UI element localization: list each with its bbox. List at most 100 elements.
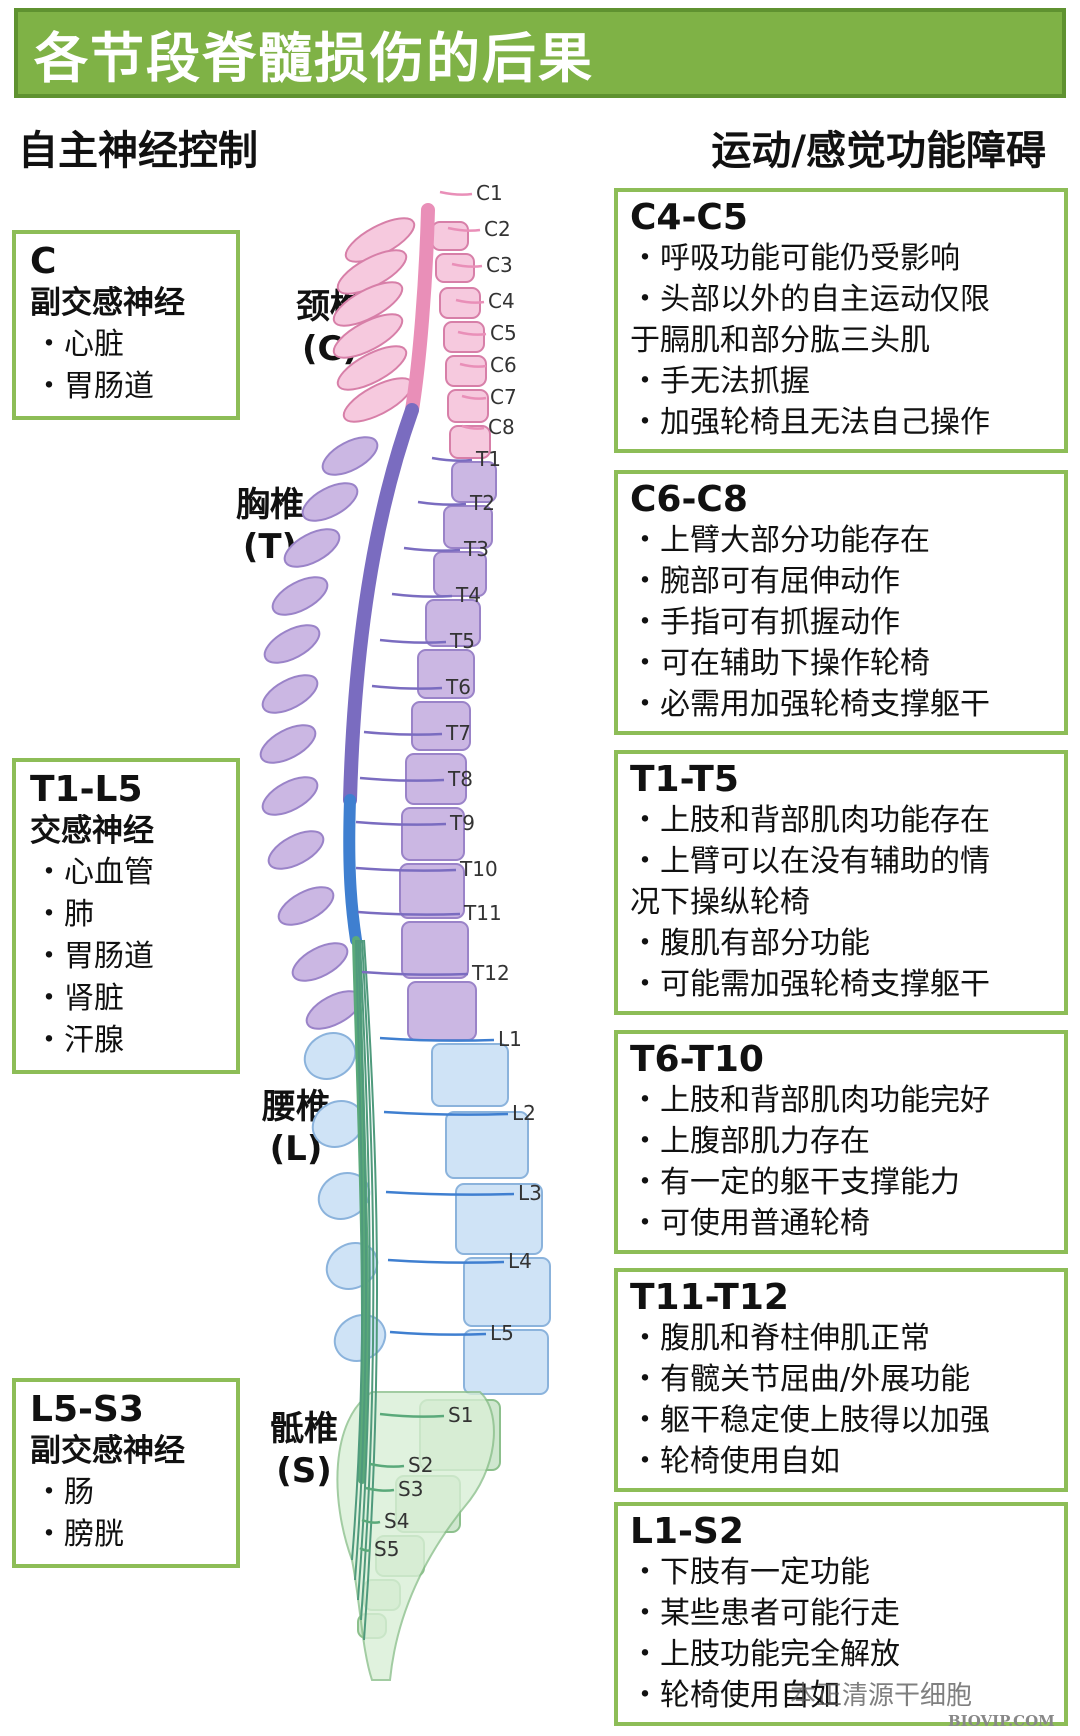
spine-diagram: C1C2C3C4C5C6C7C8T1T2T3T4T5T6T7T8T9T10T11… [259, 181, 551, 1681]
vertebra-body [425, 599, 481, 647]
vertebra-body [443, 321, 485, 353]
list-item: 心血管 [30, 852, 224, 894]
nerve-root-s1 [379, 1412, 445, 1418]
list-item: 轮椅使用自如 [630, 1441, 1056, 1482]
vertebra-process [332, 313, 404, 359]
function-box-c4-c5: C4-C5 呼吸功能可能仍受影响 头部以外的自主运动仅限 于膈肌和部分肱三头肌 … [614, 188, 1068, 453]
nerve-root-t11 [357, 910, 461, 916]
list-item: 躯干稳定使上肢得以加强 [630, 1400, 1056, 1441]
vertebra-body [399, 863, 465, 919]
level-label-t6: T6 [445, 675, 471, 699]
box-segment: T11-T12 [630, 1277, 789, 1318]
list-item: 胃肠道 [30, 366, 224, 408]
vertebra-process [332, 281, 404, 327]
level-label-c3: C3 [486, 253, 513, 277]
nerve-root-t12 [361, 970, 469, 976]
nerve-root-t4 [391, 592, 453, 598]
level-label-t8: T8 [447, 767, 473, 791]
nerve-root-t9 [355, 820, 447, 826]
level-label-t11: T11 [463, 901, 502, 925]
vertebra-body [449, 425, 491, 459]
list-item: 下肢有一定功能 [630, 1552, 1056, 1593]
region-name: 胸椎 [236, 485, 304, 525]
cauda-equina-fiber [360, 939, 375, 1621]
nerve-root-l4 [387, 1258, 505, 1264]
title-bar: 各节段脊髓损伤的后果 [14, 8, 1066, 98]
vertebrae-group [259, 217, 551, 1681]
nerve-root-s3 [365, 1486, 395, 1492]
vertebra-process [283, 528, 341, 568]
level-label-c1: C1 [476, 181, 503, 205]
nerve-root-c5 [457, 330, 487, 336]
list-item: 可使用普通轮椅 [630, 1203, 1056, 1244]
level-label-c7: C7 [490, 385, 517, 409]
list-item: 可在辅助下操作轮椅 [630, 643, 1056, 684]
vertebra-process [325, 1242, 379, 1290]
watermark-site: BIOVIP.COM [948, 1712, 1055, 1730]
region-label-thoracic: 胸椎 (T) [236, 484, 304, 568]
nerve-root-c6 [459, 362, 487, 368]
level-label-c6: C6 [490, 353, 517, 377]
cauda-equina-fiber [357, 939, 371, 1601]
level-label-s3: S3 [398, 1477, 423, 1501]
spinal-cord-segment [405, 203, 435, 417]
vertebra-process [259, 724, 317, 764]
function-box-t1-t5: T1-T5 上肢和背部肌肉功能存在 上臂可以在没有辅助的情 况下操纵轮椅 腹肌有… [614, 750, 1068, 1015]
nerve-root-c8 [461, 424, 485, 430]
level-label-s4: S4 [384, 1509, 409, 1533]
list-item: 轮椅使用自如 [630, 1675, 1056, 1716]
level-label-s2: S2 [408, 1453, 433, 1477]
nerve-root-c4 [455, 298, 485, 304]
nerve-root-t5 [379, 638, 447, 644]
nerve-root-s4 [361, 1518, 381, 1524]
level-label-t9: T9 [449, 811, 475, 835]
list-item: 肾脏 [30, 978, 224, 1020]
watermark: 本正清源干细胞 [790, 1681, 973, 1711]
vertebra-body [417, 649, 475, 699]
region-name: 骶椎 [270, 1409, 338, 1449]
vertebra-process [271, 576, 329, 616]
vertebra-body [431, 1043, 509, 1107]
vertebra-body [463, 1329, 549, 1395]
vertebra-body [401, 807, 465, 861]
vertebra-body [401, 921, 469, 979]
vertebra-process [261, 776, 319, 816]
function-box-l1-s2: L1-S2 下肢有一定功能 某些患者可能行走 上肢功能完全解放 轮椅使用自如 [614, 1502, 1068, 1726]
vertebra-body [443, 505, 493, 549]
list-item: 上腹部肌力存在 [630, 1121, 1056, 1162]
vertebra-body [433, 551, 487, 597]
list-item: 呼吸功能可能仍受影响 [630, 238, 1056, 279]
vertebra-process [277, 886, 335, 926]
box-segment: C [30, 241, 57, 282]
level-label-s1: S1 [448, 1403, 473, 1427]
list-item: 于膈肌和部分肱三头肌 [630, 323, 930, 358]
list-item: 腹肌有部分功能 [630, 923, 1056, 964]
level-label-t5: T5 [449, 629, 475, 653]
level-label-c8: C8 [488, 415, 515, 439]
cauda-equina-fiber [351, 939, 364, 1561]
page-title: 各节段脊髓损伤的后果 [34, 26, 594, 90]
autonomic-box-t1-l5: T1-L5 交感神经 心血管 肺 胃肠道 肾脏 汗腺 [12, 758, 240, 1074]
list-item: 况下操纵轮椅 [630, 885, 810, 920]
level-labels: C1C2C3C4C5C6C7C8T1T2T3T4T5T6T7T8T9T10T11… [374, 181, 542, 1561]
vertebra-process [267, 830, 325, 870]
nerve-root-t10 [355, 866, 457, 872]
function-box-t11-t12: T11-T12 腹肌和脊柱伸肌正常 有髋关节屈曲/外展功能 躯干稳定使上肢得以加… [614, 1268, 1068, 1492]
nerve-root-l1 [379, 1036, 495, 1042]
level-label-t1: T1 [475, 447, 501, 471]
box-segment: T6-T10 [630, 1039, 764, 1080]
level-label-t4: T4 [455, 583, 481, 607]
vertebra-body [431, 221, 469, 251]
vertebra-process [263, 624, 321, 664]
box-system: 副交感神经 [30, 285, 185, 321]
box-segment: T1-L5 [30, 769, 143, 810]
list-item: 头部以外的自主运动仅限 [630, 279, 1056, 320]
nerve-root-l5 [389, 1330, 487, 1336]
level-label-l5: L5 [490, 1321, 514, 1345]
vertebra-body [455, 1183, 543, 1255]
list-item: 有一定的躯干支撑能力 [630, 1162, 1056, 1203]
list-item: 某些患者可能行走 [630, 1593, 1056, 1634]
nerve-root-l2 [383, 1110, 509, 1116]
vertebra-body [435, 253, 475, 283]
vertebra-process [321, 436, 379, 476]
